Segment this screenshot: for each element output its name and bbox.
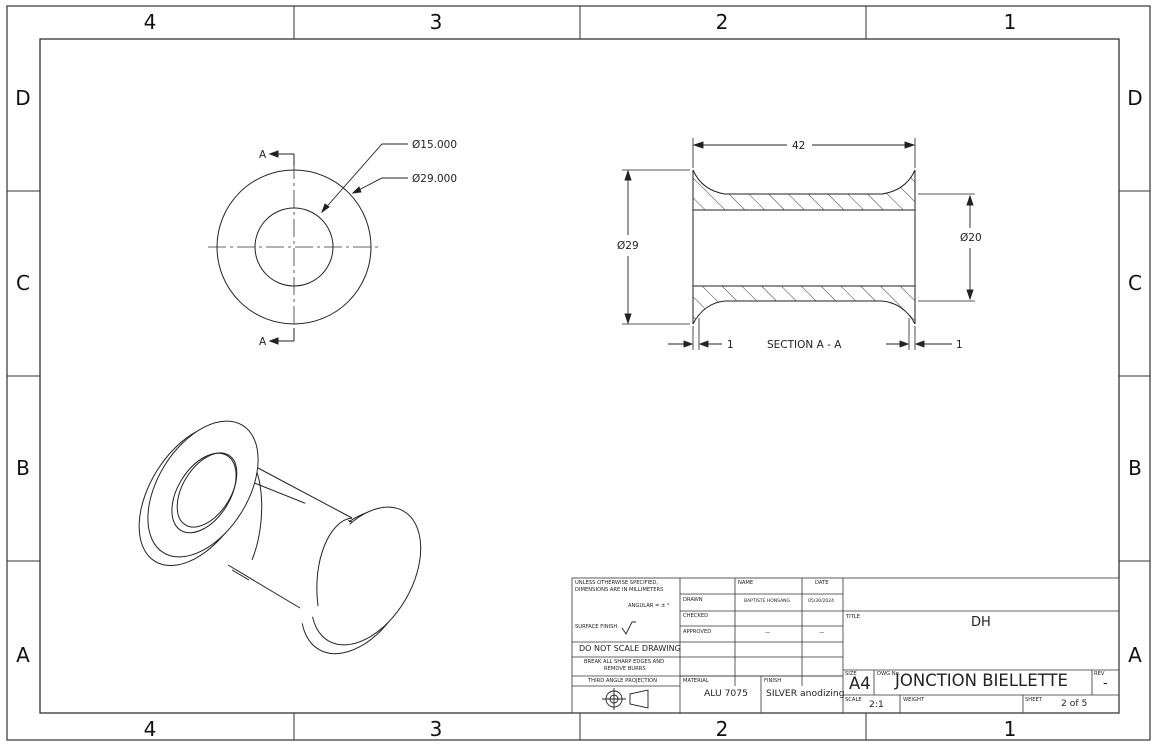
right-flange-dim: 1 xyxy=(956,339,963,351)
section-label-top: A xyxy=(259,149,267,161)
outer-frame xyxy=(6,5,1151,741)
zone-col-4-top: 4 xyxy=(143,10,157,34)
note-unless-line2: DIMENSIONS ARE IN MILLIMETERS xyxy=(575,587,664,593)
row-approved-name: — xyxy=(765,630,771,636)
front-center-lines xyxy=(208,161,380,333)
note-surface-finish: SURFACE FINISH xyxy=(575,624,618,630)
dwg-title: JONCTION BIELLETTE xyxy=(895,671,1068,690)
zone-row-c-left: C xyxy=(16,271,30,295)
row-drawn-name: BAPTISTE HONSANG xyxy=(744,599,790,604)
size-value: A4 xyxy=(849,674,871,693)
note-break-edges-line2: REMOVE BURRS xyxy=(604,666,646,672)
zone-col-1-top: 1 xyxy=(1003,10,1017,34)
note-angular: ANGULAR = ± ° xyxy=(628,603,670,609)
dwg-label: DWG No. xyxy=(877,671,901,677)
row-checked-label: CHECKED xyxy=(683,613,709,619)
row-approved-label: APPROVED xyxy=(683,629,712,635)
zone-col-1-bottom: 1 xyxy=(1003,717,1017,741)
header-name: NAME xyxy=(738,580,754,586)
section-cut-markers xyxy=(268,150,295,345)
zone-row-b-right: B xyxy=(1128,456,1142,480)
note-unless-line1: UNLESS OTHERWISE SPECIFIED, xyxy=(575,580,659,586)
title-block-grid xyxy=(571,577,1120,714)
title-label: TITLE xyxy=(846,614,861,620)
zone-row-a-left: A xyxy=(16,643,30,667)
zone-dividers xyxy=(7,6,1150,740)
header-date: DATE xyxy=(815,580,829,586)
zone-row-a-right: A xyxy=(1128,643,1142,667)
zone-col-2-top: 2 xyxy=(715,10,729,34)
material-value: ALU 7075 xyxy=(704,688,748,699)
zone-row-d-right: D xyxy=(1127,86,1143,110)
zone-row-c-right: C xyxy=(1128,271,1142,295)
isometric-view xyxy=(138,420,422,655)
scale-label: SCALE xyxy=(845,697,862,703)
size-label: SIZE xyxy=(845,671,857,677)
zone-row-b-left: B xyxy=(16,456,30,480)
section-view: 42 Ø29 Ø20 1 1 SECTION A - A xyxy=(617,138,982,351)
outer-diameter-dim: Ø29.000 xyxy=(412,173,457,185)
rev-value: - xyxy=(1103,676,1108,691)
weight-label: WEIGHT xyxy=(903,697,925,703)
drawing-border xyxy=(39,38,1120,714)
diameter-leaders xyxy=(321,143,408,214)
length-dim: 42 xyxy=(792,140,805,152)
zone-row-d-left: D xyxy=(15,86,31,110)
sheet-value: 2 of 5 xyxy=(1061,698,1088,709)
outer-diameter-section-dim: Ø29 xyxy=(617,240,639,252)
note-projection: THIRD ANGLE PROJECTION xyxy=(588,678,658,684)
zone-col-4-bottom: 4 xyxy=(143,717,157,741)
zone-col-3-top: 3 xyxy=(429,10,443,34)
zone-col-3-bottom: 3 xyxy=(429,717,443,741)
material-label: MATERIAL xyxy=(683,678,709,684)
row-drawn-date: 05/30/2024 xyxy=(808,599,834,604)
sheet-label: SHEET xyxy=(1025,697,1042,703)
surface-finish-symbol xyxy=(621,621,636,635)
section-bottom-wall xyxy=(692,285,916,325)
zone-col-2-bottom: 2 xyxy=(715,717,729,741)
scale-value: 2:1 xyxy=(869,699,884,710)
note-do-not-scale: DO NOT SCALE DRAWING xyxy=(579,644,681,653)
left-flange-dim: 1 xyxy=(727,339,734,351)
front-view: A A Ø15.000 Ø29.000 xyxy=(208,139,457,348)
finish-value: SILVER anodizing xyxy=(766,688,845,699)
row-approved-date: — xyxy=(819,630,825,636)
inner-diameter-dim: Ø15.000 xyxy=(412,139,457,151)
section-label-bottom: A xyxy=(259,336,267,348)
note-break-edges-line1: BREAK ALL SHARP EDGES AND xyxy=(584,659,665,665)
section-top-wall xyxy=(692,169,916,211)
projection-symbol xyxy=(602,688,649,710)
drawing-title: DH xyxy=(971,615,991,630)
finish-label: FINISH xyxy=(764,678,782,684)
rev-label: REV xyxy=(1094,671,1105,677)
inner-diameter-section-dim: Ø20 xyxy=(960,232,982,244)
section-caption: SECTION A - A xyxy=(767,339,842,351)
row-drawn-label: DRAWN xyxy=(683,597,703,603)
